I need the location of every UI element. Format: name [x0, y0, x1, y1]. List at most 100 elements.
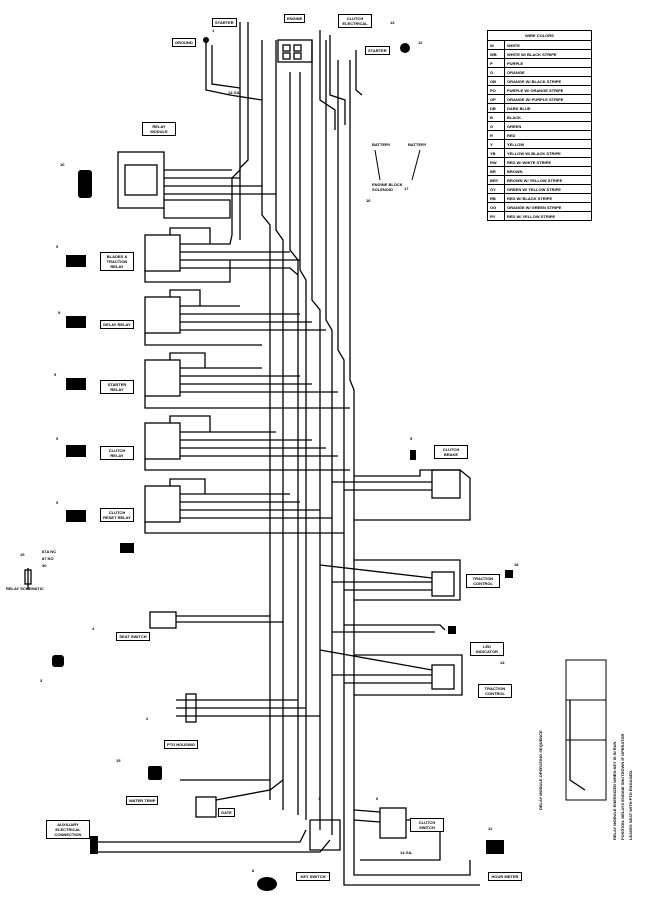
callout-1: 1	[212, 28, 215, 33]
water-temp-label: WATER TEMP	[126, 796, 159, 805]
relay-30-label: 30	[42, 563, 47, 568]
clutch-electrical-label: CLUTCH ELECTRICAL	[338, 14, 372, 28]
wire-color-name: GREEN	[504, 121, 591, 131]
clutch-switch-label: CLUTCH SWITCH	[410, 818, 444, 832]
wire-color-name: RED W/ YELLOW STRIPE	[504, 211, 591, 220]
switch-icon	[52, 655, 64, 667]
seat-switch-label: SEAT SWITCH	[116, 632, 150, 641]
wire-color-name: BLACK	[504, 112, 591, 122]
wire-color-code: OP	[488, 94, 505, 104]
auxiliary-electrical-label: AUXILIARY ELECTRICAL CONNECTION	[46, 820, 90, 839]
callout-19: 19	[20, 552, 25, 557]
wire-color-code: B	[488, 112, 505, 122]
wire-colors-title: WIRE COLORS	[525, 33, 554, 38]
brake-connector	[410, 450, 416, 460]
relay-icon-1	[66, 255, 86, 267]
led-indicator-label: LED INDICATOR	[470, 642, 504, 656]
aux-connector	[90, 836, 98, 854]
clutch-brake-label: CLUTCH BRAKE	[434, 445, 468, 459]
relay-icon-3	[66, 378, 86, 390]
water-temp-sensor	[148, 766, 162, 780]
wire-color-name: BROWN W/ YELLOW STRIPE	[504, 175, 591, 185]
wire-color-name: ORANGE	[504, 67, 591, 77]
gauge-label-top: 14 GA.	[228, 90, 241, 95]
wire-color-name: WHITE W/ BLACK STRIPE	[504, 49, 591, 59]
clutch-reset-relay-label: CLUTCH RESET RELAY	[100, 508, 134, 522]
wire-color-code: PO	[488, 85, 505, 95]
pto-housing-label: PTO HOUSING	[164, 740, 198, 749]
hour-meter-label: HOUR METER	[488, 872, 522, 881]
wire-color-name: BROWN	[504, 166, 591, 176]
wire-color-name: PURPLE W/ ORANGE STRIPE	[504, 85, 591, 95]
wire-color-code: BR	[488, 166, 505, 176]
callout-16: 16	[366, 198, 371, 203]
ground-label: GROUND	[172, 38, 196, 47]
battery-right-label: BATTERY	[408, 142, 427, 147]
wire-color-name: ORANGE W/ BLACK STRIPE	[504, 76, 591, 86]
callout-4: 4	[92, 626, 95, 631]
callout-10: 10	[60, 162, 65, 167]
wire-color-code: GY	[488, 184, 505, 194]
wire-color-code: OB	[488, 76, 505, 86]
traction-control-1-label: TRACTION CONTROL	[466, 574, 500, 588]
traction-control-2-label: TRACTION CONTROL	[478, 684, 512, 698]
wire-color-code: R	[488, 130, 505, 140]
delay-relay-label: DELAY RELAY	[100, 320, 134, 329]
wire-color-name: RED W/ WHITE STRIPE	[504, 157, 591, 167]
callout-9a: 9	[56, 244, 59, 249]
side-note-line1: RELAY MODULE ENERGIZED WHEN KEY IS IN RU…	[612, 741, 617, 840]
callout-8: 8	[252, 868, 255, 873]
wire-color-code: Y	[488, 139, 505, 149]
wire-color-code: RB	[488, 193, 505, 203]
wire-color-name: RED W/ BLACK STRIPE	[504, 193, 591, 203]
wire-color-name: RED	[504, 130, 591, 140]
callout-7: 7	[318, 796, 321, 801]
callout-11: 11	[488, 826, 493, 831]
callout-9c: 9	[54, 372, 57, 377]
wire-color-name: YELLOW W/ BLACK STRIPE	[504, 148, 591, 158]
relay-schematic-label: RELAY SCHEMATIC	[6, 586, 44, 591]
battery-left-label: BATTERY	[372, 142, 391, 147]
wire-color-code: WB	[488, 49, 505, 59]
wire-harness	[24, 22, 586, 886]
wire-color-name: DARK BLUE	[504, 103, 591, 113]
wire-color-name: ORANGE W/ GREEN STRIPE	[504, 202, 591, 212]
starter-relay-label: STARTER RELAY	[100, 380, 134, 394]
side-note-line2: POSITION. DELAYS ENGINE SHUTDOWN IF OPER…	[620, 733, 625, 840]
wire-color-code: YB	[488, 148, 505, 158]
callout-6: 6	[376, 796, 379, 801]
wire-color-name: ORANGE W/ PURPLE STRIPE	[504, 94, 591, 104]
callout-3: 3	[40, 678, 43, 683]
wire-color-code: OG	[488, 202, 505, 212]
led-icon	[448, 626, 456, 634]
harness-plug	[120, 543, 134, 553]
starter-terminal	[400, 43, 410, 53]
side-note-heading: DELAY MODULE OPERATING SEQUENCE	[538, 730, 543, 810]
relay-87-label: 87 NO	[42, 556, 54, 561]
wire-color-name: PURPLE	[504, 58, 591, 68]
callout-18: 18	[514, 562, 519, 567]
wire-color-code: RY	[488, 211, 505, 220]
callout-15: 15	[116, 758, 121, 763]
wire-color-code: O	[488, 67, 505, 77]
hour-meter-icon	[486, 840, 504, 854]
relay-module-connector	[78, 170, 92, 198]
relay-87a-label: 87A NC	[42, 549, 57, 554]
traction-sensor	[505, 570, 513, 578]
